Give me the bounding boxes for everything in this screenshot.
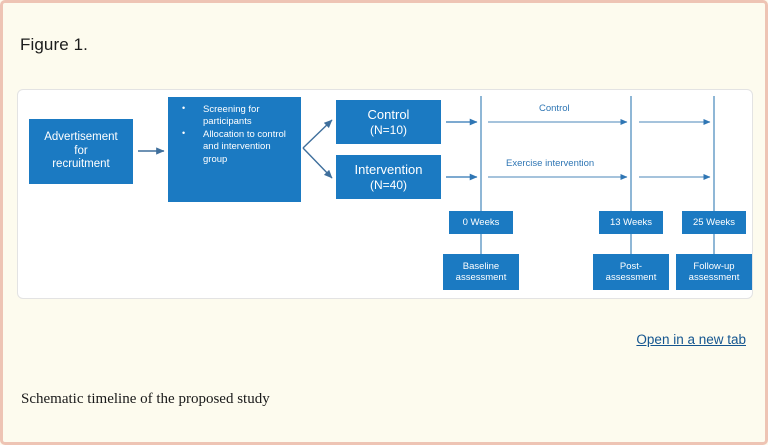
control-group-title: Control [367,107,410,123]
intervention-group-title: Intervention [354,162,423,178]
control-group-box: Control (N=10) [336,100,441,144]
post-assessment-line-2: assessment [605,272,657,283]
advertisement-box: Advertisement for recruitment [29,119,133,184]
week-marker-0: 0 Weeks [449,211,513,234]
timeline-rule-week-0 [480,96,482,290]
advertisement-line-2: for [74,144,88,157]
advertisement-line-1: Advertisement [44,131,118,144]
intervention-group-box: Intervention (N=40) [336,155,441,199]
followup-assessment-line-1: Follow-up [693,260,735,272]
week-marker-25: 25 Weeks [682,211,746,234]
control-arm-label: Control [539,103,570,114]
intervention-group-n: (N=40) [369,177,407,192]
baseline-assessment-line-1: Baseline [462,260,500,272]
baseline-assessment-line-2: assessment [455,272,507,283]
figure-image-panel[interactable]: Advertisement for recruitment Screening … [17,89,753,299]
advertisement-line-3: recruitment [52,158,110,171]
followup-assessment-line-2: assessment [688,272,740,283]
screening-bullet-2: Allocation to control and intervention g… [176,128,295,165]
intervention-arm-label: Exercise intervention [506,158,595,169]
open-in-new-tab-link[interactable]: Open in a new tab [636,332,746,347]
post-assessment-box: Post- assessment [593,254,669,290]
timeline-rule-week-25 [713,96,715,290]
screening-bullet-1: Screening for participants [176,103,295,128]
figure-caption: Schematic timeline of the proposed study [21,391,270,407]
timeline-rule-week-13 [630,96,632,290]
schematic-diagram: Advertisement for recruitment Screening … [18,90,752,298]
figure-heading: Figure 1. [20,35,88,54]
control-group-n: (N=10) [369,122,407,137]
screening-bullet-list: Screening for participants Allocation to… [176,103,295,167]
screening-allocation-box: Screening for participants Allocation to… [168,97,301,202]
baseline-assessment-box: Baseline assessment [443,254,519,290]
followup-assessment-box: Follow-up assessment [676,254,752,290]
week-marker-13: 13 Weeks [599,211,663,234]
post-assessment-line-1: Post- [619,260,643,272]
